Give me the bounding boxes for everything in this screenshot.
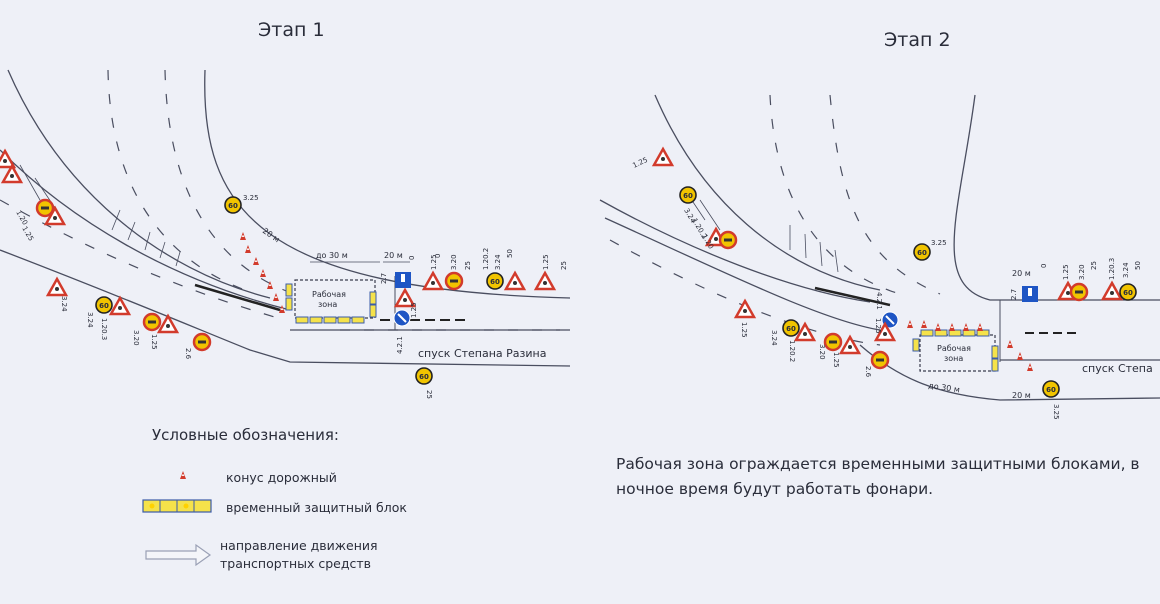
svg-text:50: 50 [1134,261,1142,270]
svg-text:1.20.3: 1.20.3 [1108,258,1116,280]
legend-cone-label: конус дорожный [226,470,337,485]
svg-text:25: 25 [560,261,568,270]
svg-text:1.20.3: 1.20.3 [100,318,108,340]
stage2-work-zone [919,334,996,372]
svg-text:3.25: 3.25 [1052,404,1060,420]
svg-text:0: 0 [434,254,442,258]
stage1-work-zone [294,279,376,319]
svg-text:1.20.2: 1.20.2 [482,248,490,270]
svg-text:3.24: 3.24 [770,330,778,346]
stage2-street-label: спуск Степа [1082,362,1153,375]
svg-text:1.25: 1.25 [542,254,550,270]
legend-block-label: временный защитный блок [226,500,407,515]
stage1-dist-20b: 20 м [261,226,282,244]
legend-direction-label-1: направление движения [220,538,378,553]
legend-symbols [142,471,212,567]
svg-text:3.24: 3.24 [60,296,68,312]
svg-text:3.20: 3.20 [818,344,826,360]
svg-text:3.20: 3.20 [450,254,458,270]
svg-text:1.25: 1.25 [832,352,840,368]
svg-text:1.25: 1.25 [150,334,158,350]
svg-text:2.7: 2.7 [380,273,388,284]
stage2-plan: Этап 2 Рабочая зона [599,29,1160,420]
svg-text:1.25: 1.25 [430,254,438,270]
svg-text:25: 25 [464,261,472,270]
svg-text:25: 25 [425,390,433,399]
stage1-plan: Этап 1 Рабочая зона [0,19,571,399]
svg-text:3.24: 3.24 [1122,262,1130,278]
legend-direction-label-2: транспортных средств [220,556,372,571]
svg-text:1.25: 1.25 [20,225,35,243]
svg-text:3.25: 3.25 [243,194,259,202]
stage1-title: Этап 1 [258,19,325,41]
svg-text:2.7: 2.7 [1010,289,1018,300]
svg-text:1.20: 1.20 [14,209,29,227]
legend-cone-icon [180,471,186,479]
svg-text:25: 25 [1090,261,1098,270]
stage2-dist-30: до 30 м [928,381,961,394]
legend-arrow-icon [145,543,212,567]
stage2-dist-20b: 20 м [1012,269,1031,278]
legend-title: Условные обозначения: [152,426,339,444]
svg-text:0: 0 [408,256,416,260]
stage1-work-zone-line1: Рабочая [312,290,346,299]
stage1-street-label: спуск Степана Разина [418,347,546,360]
stage2-dist-20a: 20 м [1012,391,1031,400]
work-zone-note: Рабочая зона ограждается временными защи… [616,455,1140,498]
svg-text:3.20: 3.20 [1078,264,1086,280]
svg-text:2.6: 2.6 [864,366,872,378]
svg-text:0: 0 [1040,264,1048,268]
svg-text:1.25: 1.25 [1062,264,1070,280]
svg-text:1.20.2: 1.20.2 [788,340,796,362]
svg-text:2.6: 2.6 [184,348,192,360]
svg-text:50: 50 [506,249,514,258]
svg-text:1.25: 1.25 [740,322,748,338]
svg-text:4.2.1: 4.2.1 [396,336,404,354]
svg-text:1.25: 1.25 [631,156,649,170]
svg-text:1.25: 1.25 [410,302,418,318]
stage2-title: Этап 2 [884,29,951,51]
stage2-work-zone-line2: зона [944,354,963,363]
stage1-work-zone-line2: зона [318,300,337,309]
svg-text:3.24: 3.24 [494,254,502,270]
svg-text:1.25: 1.25 [874,318,882,334]
svg-text:3.24: 3.24 [86,312,94,328]
svg-text:4.2.1: 4.2.1 [875,292,883,310]
svg-text:3.20: 3.20 [132,330,140,346]
stage1-dist-30: до 30 м [316,251,348,260]
stage2-work-zone-line1: Рабочая [937,344,971,353]
svg-text:3.25: 3.25 [931,239,947,247]
stage1-sign-codes: 3.25 1.25 3.20 1.20.2 3.24 1.25 2.7 4.2.… [14,194,568,399]
legend-block-icon [142,499,212,513]
stage1-dist-20a: 20 м [384,251,403,260]
